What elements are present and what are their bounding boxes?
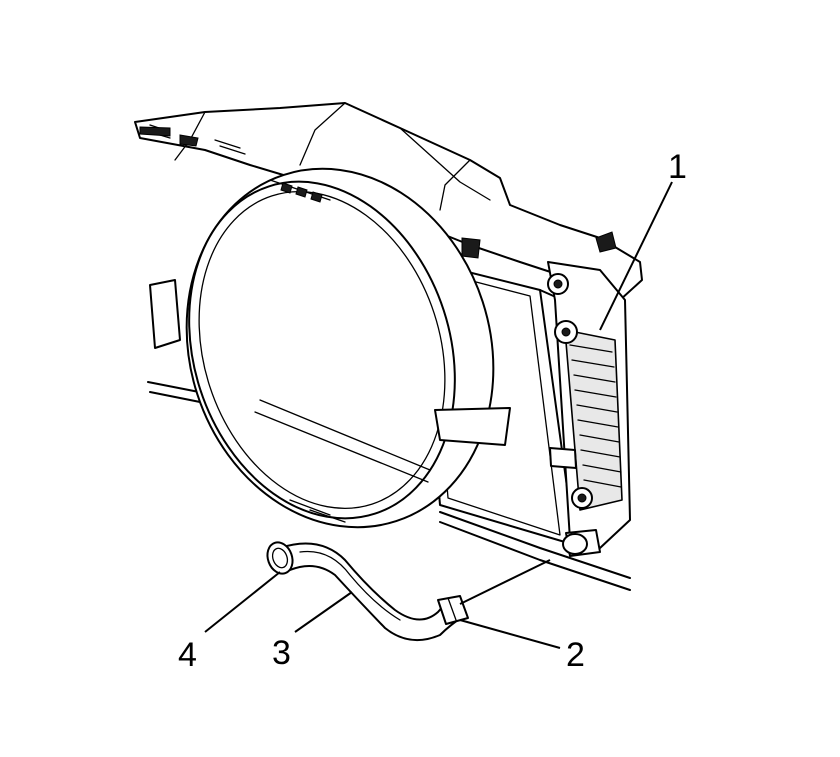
lower-radiator-hose — [266, 541, 469, 642]
radiator-side-tank — [547, 261, 631, 557]
leader-2a — [459, 559, 551, 605]
leader-1 — [599, 181, 673, 331]
callout-1: 1 — [668, 148, 687, 186]
leader-4 — [204, 571, 281, 633]
leader-2b — [459, 619, 561, 649]
leader-lines — [204, 181, 673, 649]
leader-3 — [294, 591, 353, 633]
callout-4: 4 — [178, 636, 197, 674]
callout-2: 2 — [566, 636, 585, 674]
fan-shroud — [149, 167, 511, 529]
callout-3: 3 — [272, 634, 291, 672]
